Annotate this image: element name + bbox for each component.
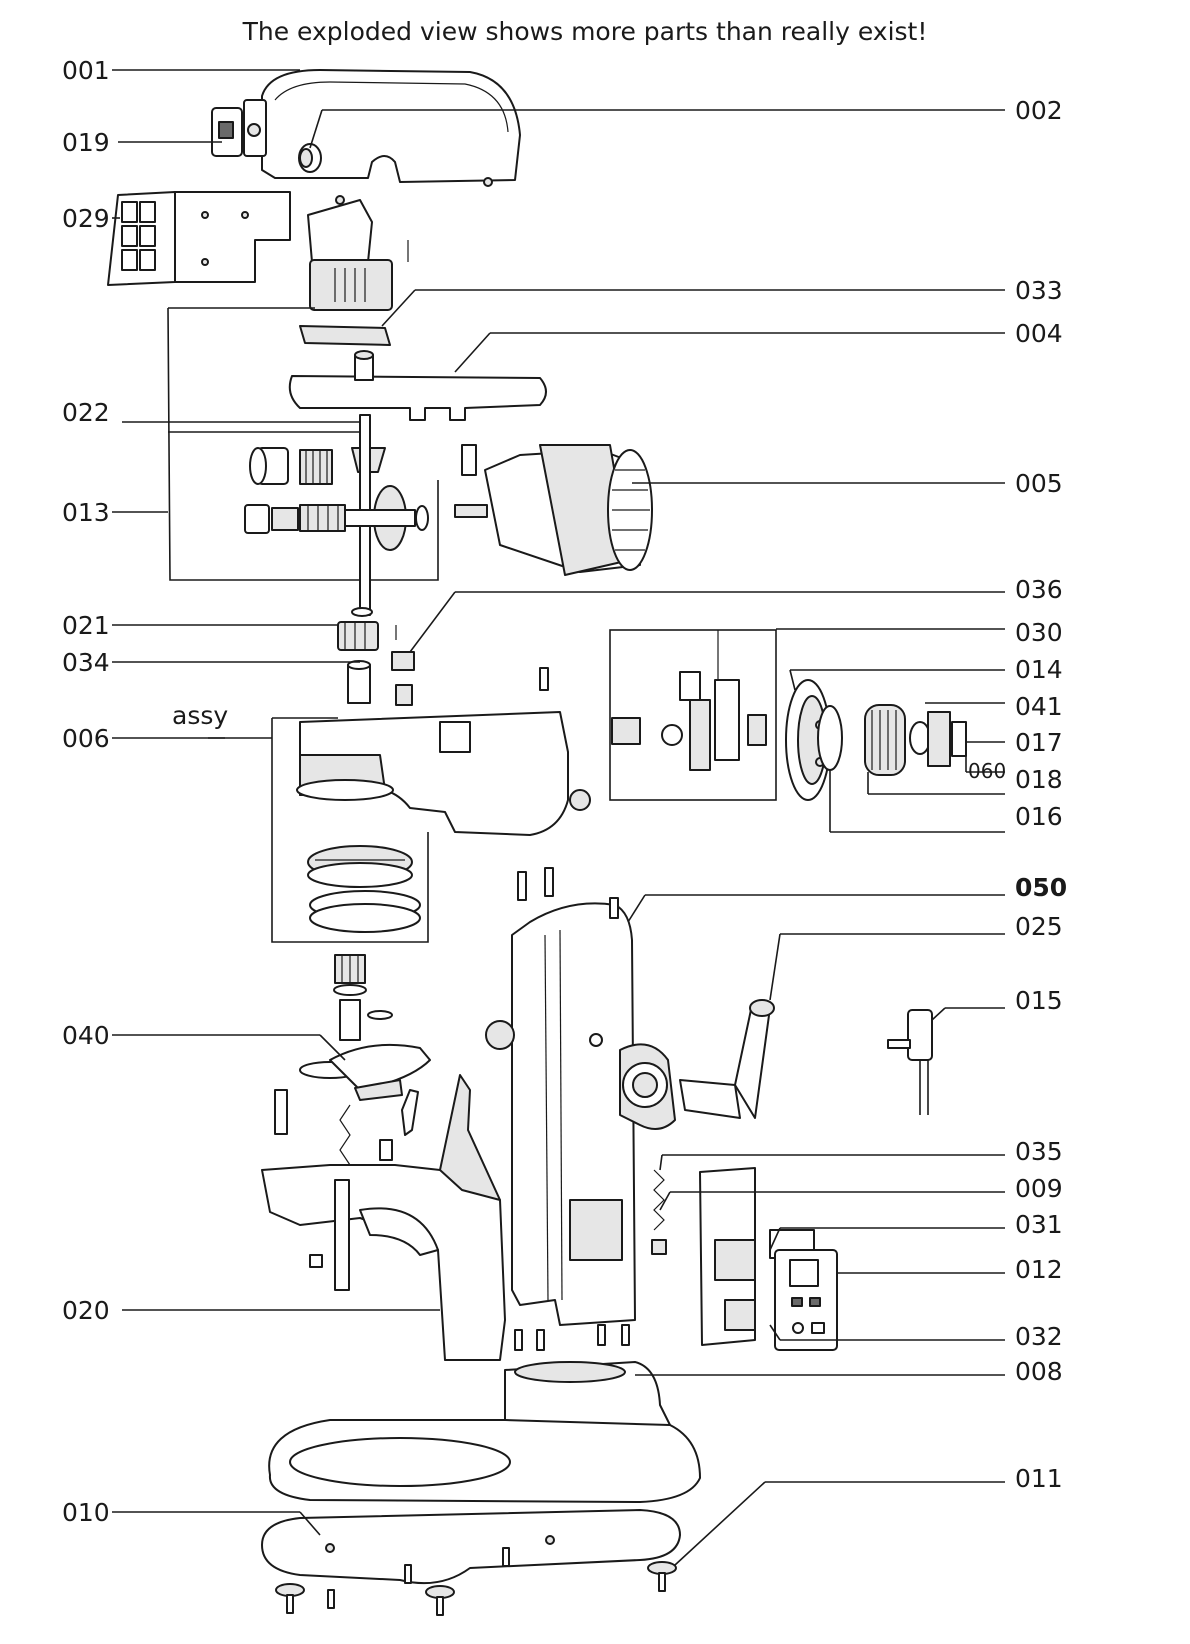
callout-label-013: 013 (62, 498, 110, 527)
part-010-base-plate (261, 1509, 681, 1585)
callout-label-029: 029 (62, 204, 110, 233)
part-017-shaft-hub (909, 711, 967, 767)
parts-group (107, 69, 967, 1616)
callout-label-041: 041 (1015, 692, 1063, 721)
callout-label-019: 019 (62, 128, 110, 157)
part-002-speed-knob (298, 143, 322, 173)
callout-label-033: 033 (1015, 276, 1063, 305)
part-050-column (485, 867, 636, 1326)
part-033-brush-housing (299, 199, 409, 346)
callout-label-025: 025 (1015, 912, 1063, 941)
callout-label-021: 021 (62, 611, 110, 640)
callout-label-020: 020 (62, 1296, 110, 1325)
callout-label-060: 060 (968, 759, 1006, 783)
part-031-circuit-board (699, 1167, 815, 1346)
part-019-switch (211, 99, 267, 157)
part-041-knob-assembly (864, 704, 906, 776)
part-004-gear-plate (288, 350, 547, 421)
callout-label-036: 036 (1015, 575, 1063, 604)
part-006-gear-housing (271, 667, 591, 943)
callout-label-006: 006 (62, 724, 110, 753)
diagram-title: The exploded view shows more parts than … (242, 17, 928, 46)
callout-label-034: 034 (62, 648, 110, 677)
part-008-base (268, 1324, 701, 1503)
part-029-control-board (107, 191, 291, 286)
part-015-power-cord (887, 1009, 933, 1115)
part-025-crank-handle (619, 999, 775, 1130)
part-001-top-cover (261, 69, 521, 205)
callout-label-032: 032 (1015, 1322, 1063, 1351)
callout-label-011: 011 (1015, 1464, 1063, 1493)
callout-label-050: 050 (1015, 873, 1067, 902)
callout-label-040: 040 (62, 1021, 110, 1050)
part-020-bowl-lift-arm (261, 1074, 506, 1361)
part-034-bushing (347, 660, 371, 704)
callout-label-015: 015 (1015, 986, 1063, 1015)
callout-label-002: 002 (1015, 96, 1063, 125)
callout-label-014: 014 (1015, 655, 1063, 684)
part-040-planetary-unit (274, 954, 431, 1166)
part-030-speed-control (609, 629, 777, 801)
part-021-pinion-gear (337, 607, 379, 651)
callout-label-016: 016 (1015, 802, 1063, 831)
assy-label: assy (172, 701, 228, 730)
callout-label-018: 018 (1015, 765, 1063, 794)
callout-label-004: 004 (1015, 319, 1063, 348)
callout-label-001: 001 (62, 56, 110, 85)
part-011-feet (275, 1547, 677, 1616)
callout-labels: 001 002 019 029 033 004 022 005 013 036 … (62, 56, 1067, 1527)
part-013-gear-assembly (167, 307, 439, 616)
callout-label-031: 031 (1015, 1210, 1063, 1239)
part-016-gasket (817, 705, 843, 771)
callout-label-017: 017 (1015, 728, 1063, 757)
callout-label-030: 030 (1015, 618, 1063, 647)
part-009-spring (651, 1169, 667, 1255)
callout-label-005: 005 (1015, 469, 1063, 498)
callout-lines (112, 69, 1005, 1566)
part-012-control-panel (774, 1249, 838, 1351)
callout-label-035: 035 (1015, 1137, 1063, 1166)
callout-label-010: 010 (62, 1498, 110, 1527)
part-036-latch (391, 625, 415, 706)
callout-label-022: 022 (62, 398, 110, 427)
callout-label-008: 008 (1015, 1357, 1063, 1386)
part-005-motor (454, 444, 653, 576)
callout-label-012: 012 (1015, 1255, 1063, 1284)
callout-label-009: 009 (1015, 1174, 1063, 1203)
